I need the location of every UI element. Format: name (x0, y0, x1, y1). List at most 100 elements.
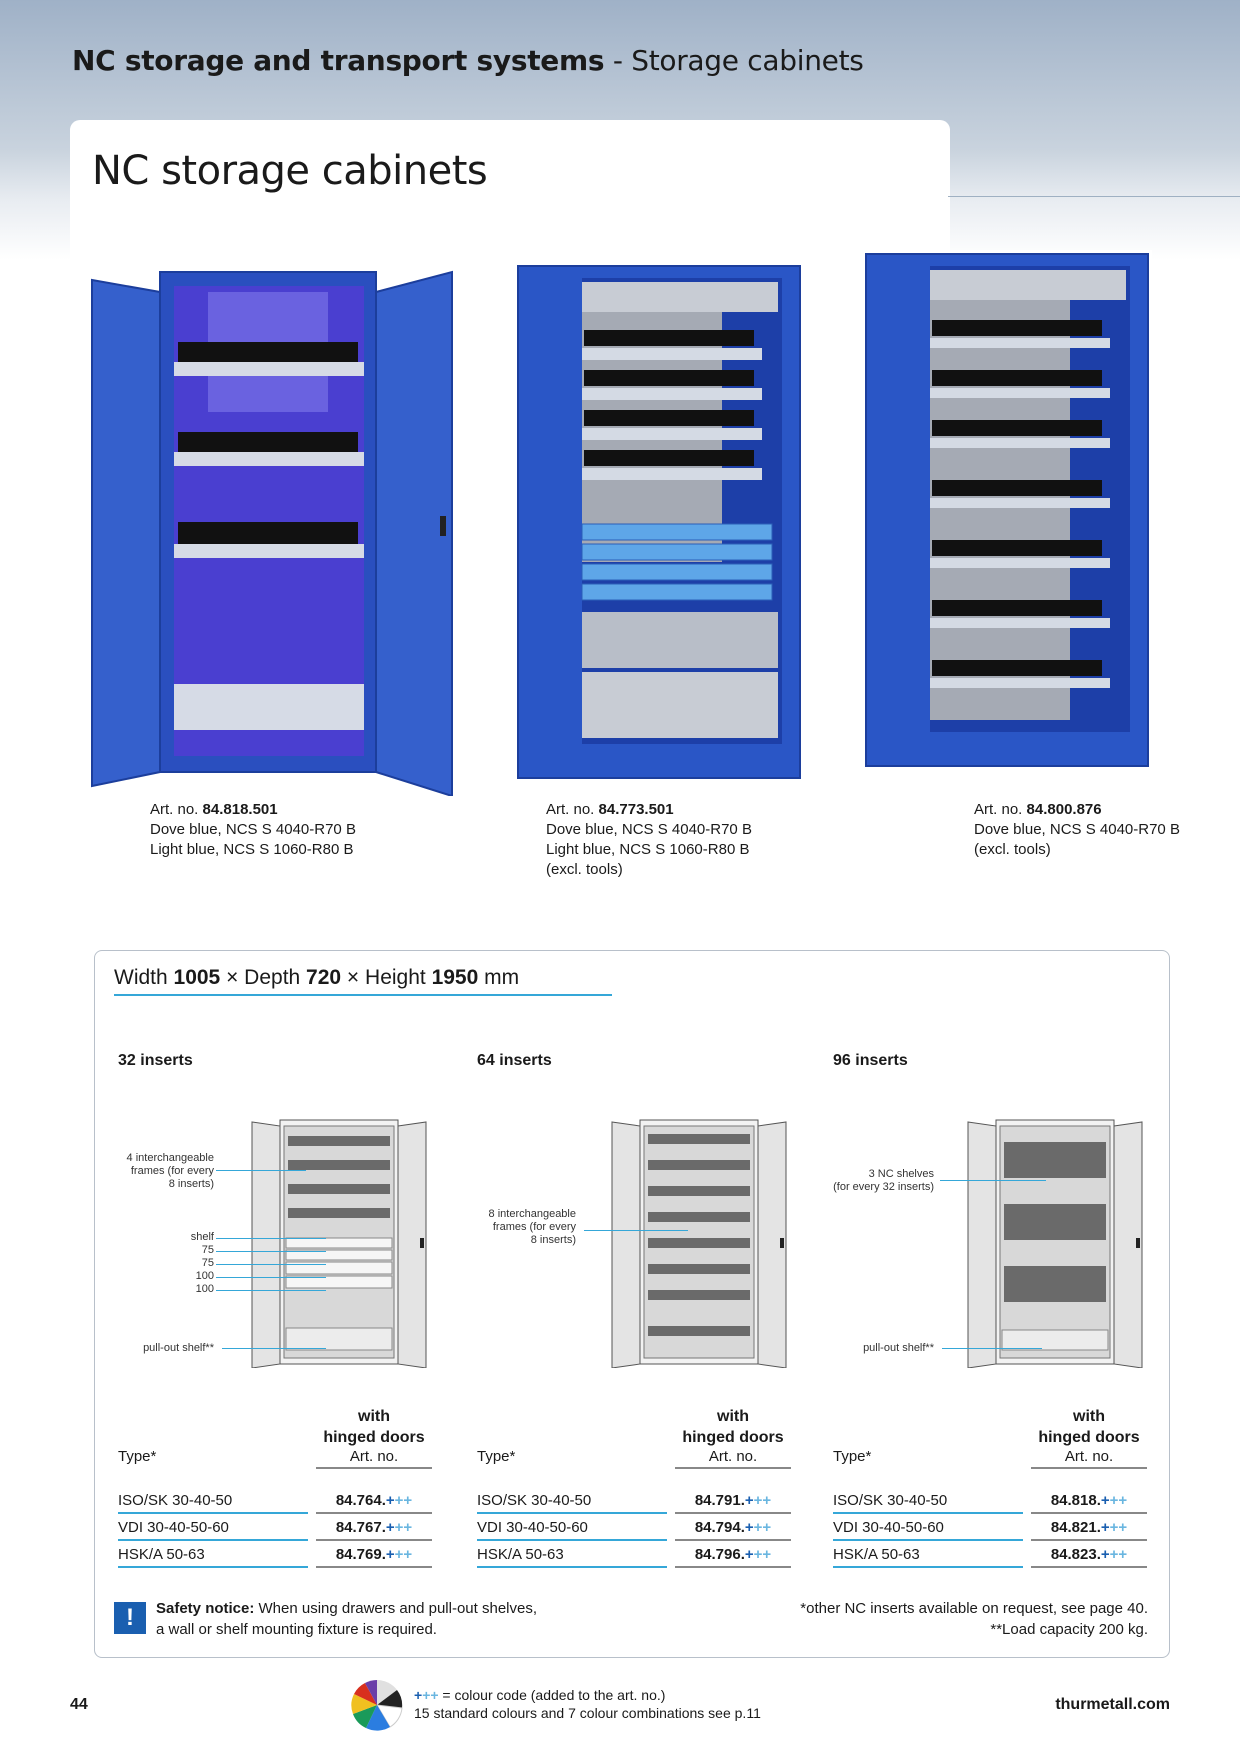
spec-underline (114, 994, 612, 996)
website-link[interactable]: thurmetall.com (1055, 1696, 1170, 1713)
spec-unit: mm (478, 966, 520, 989)
column-head-96: 96 inserts (833, 1052, 908, 1069)
leader-line (216, 1264, 326, 1265)
caption-line: (excl. tools) (974, 841, 1051, 858)
leader-line (216, 1238, 326, 1239)
warning-icon: ! (114, 1602, 146, 1634)
leader-line (216, 1290, 326, 1291)
colour-code: ++ (1109, 1492, 1128, 1509)
header-bold: NC storage and transport systems (72, 44, 605, 77)
safety-line: a wall or shelf mounting fixture is requ… (156, 1621, 437, 1638)
type-header: Type* (833, 1448, 872, 1465)
cabinet-photo-1 (88, 262, 460, 796)
art-number: 84.818.501 (202, 801, 278, 818)
section-title: NC storage cabinets (92, 148, 488, 194)
cabinet-photo-2 (514, 262, 804, 782)
table-row: ISO/SK 30-40-50 84.764.+++ (118, 1488, 432, 1514)
colour-code: + (744, 1492, 754, 1509)
art-value: 84.769. (335, 1546, 386, 1563)
note-line: 75 (201, 1244, 214, 1256)
type-cell: ISO/SK 30-40-50 (477, 1492, 592, 1509)
note-line: 8 interchangeable (488, 1208, 576, 1220)
hinge-line: hinged doors (323, 1429, 425, 1446)
art-cell: 84.764.+++ (316, 1492, 432, 1509)
column-head-64: 64 inserts (477, 1052, 552, 1069)
page-number: 44 (70, 1696, 88, 1713)
art-value: 84.796. (694, 1546, 745, 1563)
note-line: frames (for every (130, 1165, 214, 1177)
colour-code: ++ (394, 1546, 413, 1563)
note-line: 8 inserts) (168, 1178, 214, 1190)
colour-code: ++ (753, 1546, 772, 1563)
spec-dimensions: Width 1005 × Depth 720 × Height 1950 mm (114, 966, 519, 990)
colour-code: ++ (422, 1687, 439, 1703)
spec-label: × Depth (220, 966, 307, 989)
note-shelves-96: 3 NC shelves (for every 32 inserts) (808, 1168, 934, 1194)
note-line: 100 (195, 1283, 214, 1295)
safety-notice: Safety notice: When using drawers and pu… (156, 1598, 537, 1640)
spec-label: Width (114, 966, 174, 989)
leader-line (222, 1348, 326, 1349)
colour-code: ++ (1109, 1546, 1128, 1563)
art-header: Art. no. (1031, 1448, 1147, 1469)
art-cell: 84.821.+++ (1031, 1519, 1147, 1536)
caption-line: Dove blue, NCS S 4040-R70 B (974, 821, 1180, 838)
type-cell: HSK/A 50-63 (833, 1546, 920, 1563)
note-pullout-96: pull-out shelf** (863, 1342, 934, 1354)
leader-line (216, 1251, 326, 1252)
caption-line: (excl. tools) (546, 861, 623, 878)
type-cell: VDI 30-40-50-60 (477, 1519, 588, 1536)
leader-line (216, 1170, 306, 1171)
note-line: (for every 32 inserts) (833, 1181, 934, 1193)
caption-line: Light blue, NCS S 1060-R80 B (546, 841, 750, 858)
caption-line: Dove blue, NCS S 4040-R70 B (546, 821, 752, 838)
type-cell: ISO/SK 30-40-50 (833, 1492, 948, 1509)
colour-code: ++ (394, 1492, 413, 1509)
note-line: 100 (195, 1270, 214, 1282)
safety-line: When using drawers and pull-out shelves, (254, 1600, 538, 1617)
footnotes: *other NC inserts available on request, … (800, 1598, 1148, 1640)
cabinet-diagram-96 (967, 1119, 1143, 1368)
colour-code: + (744, 1546, 754, 1563)
colour-code: ++ (394, 1519, 413, 1536)
colour-code: + (385, 1492, 395, 1509)
cabinet-photo-3 (862, 250, 1152, 770)
note-frames-64: 8 interchangeable frames (for every 8 in… (470, 1208, 576, 1247)
colour-code: + (1100, 1492, 1110, 1509)
header-rest: - Storage cabinets (604, 44, 864, 77)
note-shelves-32: shelf 75 75 100 100 (154, 1231, 214, 1296)
art-value: 84.767. (335, 1519, 386, 1536)
colour-code: + (385, 1519, 395, 1536)
safety-bold: Safety notice: (156, 1600, 255, 1617)
art-header: Art. no. (675, 1448, 791, 1469)
hinge-line: hinged doors (1038, 1429, 1140, 1446)
hinge-line: hinged doors (682, 1429, 784, 1446)
hinge-line: with (358, 1408, 390, 1425)
spec-depth: 720 (306, 966, 342, 989)
hinge-line: with (717, 1408, 749, 1425)
note-line: 3 NC shelves (868, 1168, 934, 1180)
art-label: Art. no. (546, 801, 599, 818)
type-cell: ISO/SK 30-40-50 (118, 1492, 233, 1509)
leader-line (942, 1348, 1042, 1349)
spec-label: × Height (341, 966, 432, 989)
caption-line: Light blue, NCS S 1060-R80 B (150, 841, 354, 858)
type-cell: HSK/A 50-63 (477, 1546, 564, 1563)
art-header: Art. no. (316, 1448, 432, 1469)
cabinet-diagram-32 (251, 1119, 427, 1368)
table-header-hinged: with hinged doors (675, 1406, 791, 1448)
legend-line: = colour code (added to the art. no.) (438, 1687, 666, 1703)
leader-line (216, 1277, 326, 1278)
leader-line (584, 1230, 688, 1231)
type-cell: VDI 30-40-50-60 (118, 1519, 229, 1536)
leader-line (940, 1180, 1046, 1181)
note-frames-32: 4 interchangeable frames (for every 8 in… (104, 1152, 214, 1191)
